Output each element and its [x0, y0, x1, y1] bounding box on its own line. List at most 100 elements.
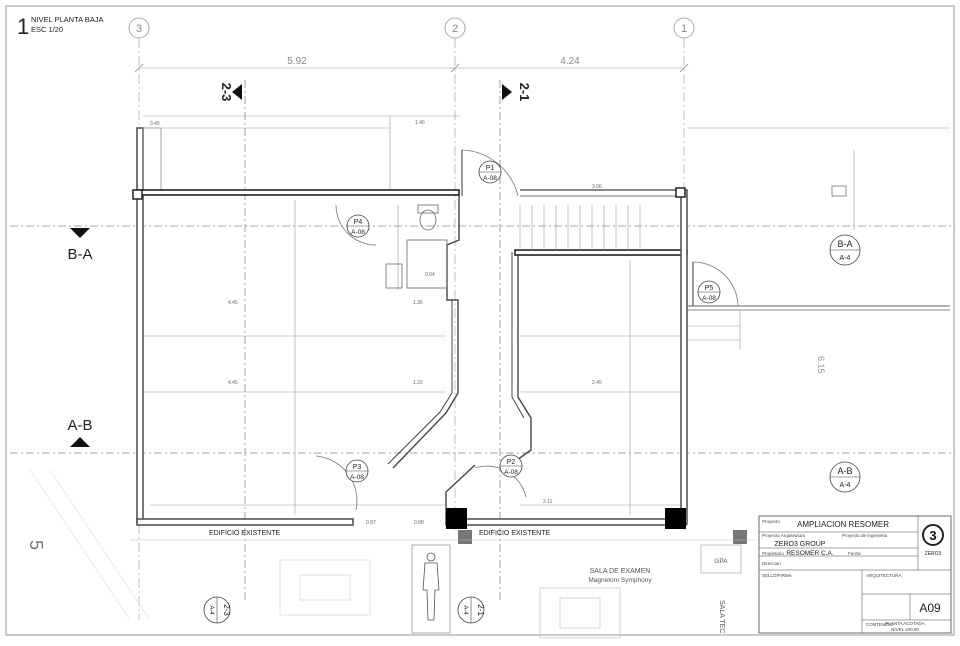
dim-text: 0.97 [366, 520, 376, 526]
tb-address-label: Direccion [762, 561, 781, 566]
section-arrow-down [70, 228, 90, 238]
tb-firm: ZERO3 GROUP [775, 541, 826, 548]
grid-label-2: 2 [452, 23, 458, 35]
callout-a-b-a4: A-B A-4 [829, 461, 861, 493]
dim-text: 4.45 [228, 380, 238, 386]
tb-date-label: Fecha [848, 551, 861, 556]
door-tag-p2: P2 A-08 [499, 454, 523, 478]
section-marker-2-1: 2-1 [502, 83, 532, 102]
side-number-5: 5 [26, 540, 46, 550]
grid-bubble-3 [128, 17, 150, 39]
grid-label-1: 1 [681, 23, 687, 35]
dim-text: 2.45 [592, 380, 602, 386]
callout-2-3-a4: 2-3 A-4 [203, 596, 231, 624]
tb-project: AMPLIACION RESOMER [797, 520, 889, 529]
tb-seal-label: SELLO/FIRMA [762, 573, 792, 578]
stair-steps [519, 205, 641, 250]
callout-2-1-top: 2-1 [476, 604, 485, 616]
exam-room-label: SALA DE EXAMEN [590, 568, 651, 575]
door-tag-p1: P1 A-08 [478, 160, 502, 184]
dim-text: 0.94 [425, 272, 435, 278]
section-arrow-right [502, 84, 512, 100]
door-tag-p3-bottom: A-08 [350, 474, 364, 481]
callout-b-a-bottom: A-4 [840, 255, 851, 262]
callout-b-a-a4: B-A A-4 [829, 234, 861, 266]
dim-text: 1.22 [413, 380, 423, 386]
column-small-right [733, 530, 747, 544]
equipment-label: Magnetom Symphony [588, 577, 652, 584]
callout-2-3-bottom: A-4 [208, 605, 214, 615]
existing-building-label-left: EDIFICIO EXISTENTE [209, 530, 281, 537]
section-arrow-up [70, 437, 90, 447]
dim-text: 1.46 [415, 120, 425, 126]
door-tag-p3-top: P3 [353, 464, 362, 471]
dim-text: 4.45 [228, 300, 238, 306]
svg-text:3: 3 [929, 528, 936, 543]
drawing-scale: ESC 1/20 [31, 25, 63, 34]
top-dimension-line: 5.92 4.24 [134, 56, 689, 73]
drawing-title: 1 NIVEL PLANTA BAJA ESC 1/20 [17, 14, 104, 39]
sala-tec-label: SALA TEC [718, 600, 725, 633]
door-tag-p1-bottom: A-08 [483, 175, 497, 182]
tb-content: PLANTA ACOTADA [885, 621, 924, 626]
drawing-number: 1 [17, 14, 29, 39]
column-left [446, 508, 467, 529]
section-label-2-3: 2-3 [219, 83, 234, 102]
door-tag-p4-top: P4 [354, 219, 363, 226]
door-tag-p5: P5 A-08 [697, 280, 721, 304]
title-block: Proyecto AMPLIACION RESOMER Proyecto Arq… [758, 515, 952, 634]
grid-label-3: 3 [136, 23, 142, 35]
dim-text: 3.11 [543, 499, 553, 505]
existing-building-area: EDIFICIO EXISTENTE EDIFICIO EXISTENTE 5 … [26, 469, 755, 639]
section-label-a-b: A-B [67, 417, 92, 434]
door-tag-p5-bottom: A-08 [702, 295, 716, 302]
callout-a-b-top: A-B [837, 466, 852, 476]
dim-text: 3.45 [150, 121, 160, 127]
door-tag-p4-bottom: A-08 [351, 229, 365, 236]
door-tag-p2-top: P2 [507, 459, 516, 466]
callout-a-b-bottom: A-4 [840, 482, 851, 489]
tb-architecture-section: ARQUITECTURA [866, 573, 902, 578]
door-tag-p4: P4 A-08 [346, 214, 370, 238]
dim-text: 3.06 [592, 184, 602, 190]
tb-architecture-label: Proyecto Arquitectura [762, 533, 806, 538]
section-label-b-a: B-A [67, 246, 92, 263]
human-figure-icon [422, 552, 440, 621]
tb-content-label: CONTENIDO [866, 622, 893, 627]
door-tag-p5-top: P5 [705, 285, 714, 292]
section-label-2-1: 2-1 [517, 83, 532, 102]
callout-b-a-top: B-A [837, 239, 852, 249]
door-tag-p1-top: P1 [486, 165, 495, 172]
zero3-logo: 3 ZERO3 [922, 524, 944, 557]
tb-owner: RESOMER C.A. [786, 550, 834, 557]
section-marker-2-3: 2-3 [219, 83, 242, 102]
sheet-border [5, 5, 955, 636]
door-tag-p2-bottom: A-08 [504, 469, 518, 476]
door-tag-p3: P3 A-08 [345, 459, 369, 483]
section-marker-a-b: A-B [67, 417, 93, 447]
tb-owner-label: Propietario [762, 551, 784, 556]
grid-bubble-1 [673, 17, 695, 39]
column-small-left [458, 530, 472, 544]
callout-2-1-a4: 2-1 A-4 [457, 596, 485, 624]
column-right [665, 508, 686, 529]
callout-2-3-top: 2-3 [222, 604, 231, 616]
gpa-label: GPA [714, 558, 728, 565]
section-arrow-left [232, 84, 242, 100]
tb-logo-text: ZERO3 [925, 551, 942, 557]
interior-dimensions: 3.45 1.46 3.06 0.94 4.45 4.45 1.36 1.22 … [150, 120, 826, 526]
callout-2-1-bottom: A-4 [462, 605, 468, 615]
existing-building-label-right: EDIFICIO EXISTENTE [479, 530, 551, 537]
tb-level: NIVEL ±00.00 [891, 627, 919, 632]
floor-plan-walls [132, 115, 950, 544]
dim-text: 1.36 [413, 300, 423, 306]
grid-bubble-2 [444, 17, 466, 39]
tb-project-label: Proyecto [762, 519, 780, 524]
section-marker-b-a: B-A [67, 228, 93, 263]
dim-text-large: 6.15 [816, 356, 826, 374]
dimension-5-92: 5.92 [287, 56, 307, 67]
dim-text: 0.88 [414, 520, 424, 526]
dimension-4-24: 4.24 [560, 56, 580, 67]
